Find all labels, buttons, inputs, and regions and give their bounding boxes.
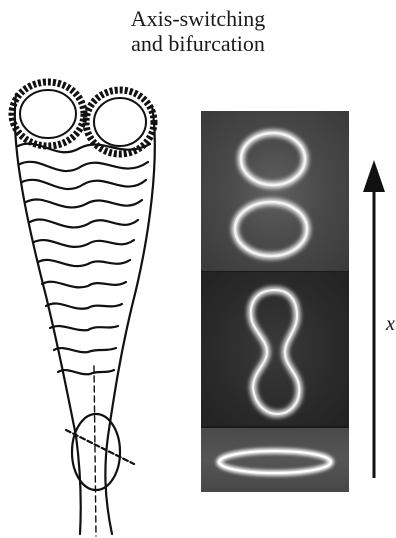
axis-arrow xyxy=(362,160,386,480)
slice-line xyxy=(54,348,116,352)
title-line-2: and bifurcation xyxy=(0,31,396,56)
arrow-up-icon xyxy=(363,160,385,192)
vortex-sketch xyxy=(0,66,200,538)
envelope-right-line xyxy=(105,106,154,534)
photo-initial-ellipse xyxy=(201,426,349,492)
envelope-left-line xyxy=(15,94,81,534)
slice-line xyxy=(22,180,146,189)
title-line-1: Axis-switching xyxy=(0,6,396,31)
axis-label: x xyxy=(386,313,395,336)
figure-title: Axis-switching and bifurcation xyxy=(0,6,396,56)
flow-photographs xyxy=(201,111,349,492)
slice-line xyxy=(26,199,142,207)
ellipse-axis-line xyxy=(66,430,134,464)
slice-line xyxy=(30,219,138,227)
centerline xyxy=(94,366,96,536)
right-ring-inner xyxy=(94,98,146,146)
slice-line xyxy=(34,240,134,247)
slice-line xyxy=(50,326,118,330)
photo-bifurcated xyxy=(201,111,349,271)
slice-line xyxy=(46,303,122,308)
ellipse-cross-section-icon xyxy=(201,428,349,492)
photo-pinching xyxy=(201,271,349,426)
two-ring-cross-section-icon xyxy=(201,111,349,271)
left-ring-outer xyxy=(12,82,84,146)
slice-line xyxy=(58,370,114,374)
left-ring-inner xyxy=(20,90,76,138)
slice-line xyxy=(20,162,148,171)
slice-line xyxy=(42,282,126,288)
dumbbell-cross-section-icon xyxy=(201,272,349,426)
slice-line xyxy=(38,260,130,266)
